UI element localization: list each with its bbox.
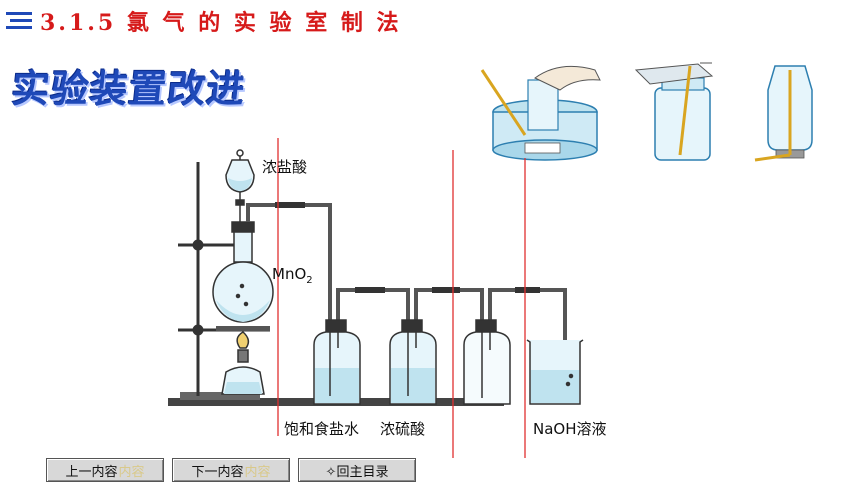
label-naoh-solution: NaOH溶液 [533,420,607,438]
separatory-funnel [225,149,255,222]
wash-bottle-conc-h2so4 [389,319,437,405]
next-content-button[interactable]: 下一内容内容 [172,458,290,482]
gas-collection-illustration-3 [754,65,813,162]
prev-ghost-text: 内容 [118,464,145,480]
header: 3.1.5 氯 气 的 实 验 室 制 法 [4,6,402,36]
naoh-beaker [526,339,584,405]
wire-gauze [216,326,270,331]
round-bottom-flask [212,221,274,323]
next-ghost-text: 内容 [244,464,271,480]
collection-bottle [463,319,511,405]
menu-lines-icon [6,12,32,29]
label-conc-hcl: 浓盐酸 [262,158,308,176]
prev-content-label: 上一内容 [65,464,118,480]
next-content-label: 下一内容 [191,464,244,480]
prev-content-button[interactable]: 上一内容内容 [46,458,164,482]
wash-bottle-saturated-nacl [313,319,361,405]
label-mno2: MnO2 [272,265,313,286]
section-title: 3.1.5 氯 气 的 实 验 室 制 法 [40,10,402,36]
home-menu-label: ✧回主目录 [325,464,389,480]
alcohol-lamp [221,331,265,395]
home-menu-button[interactable]: ✧回主目录 [298,458,416,482]
gas-collection-illustration-1 [480,65,601,161]
label-saturated-nacl: 饱和食盐水 [284,420,360,438]
gas-collection-illustration-2 [634,62,714,161]
label-conc-h2so4: 浓硫酸 [380,420,426,438]
red-divider-lines [277,138,526,458]
